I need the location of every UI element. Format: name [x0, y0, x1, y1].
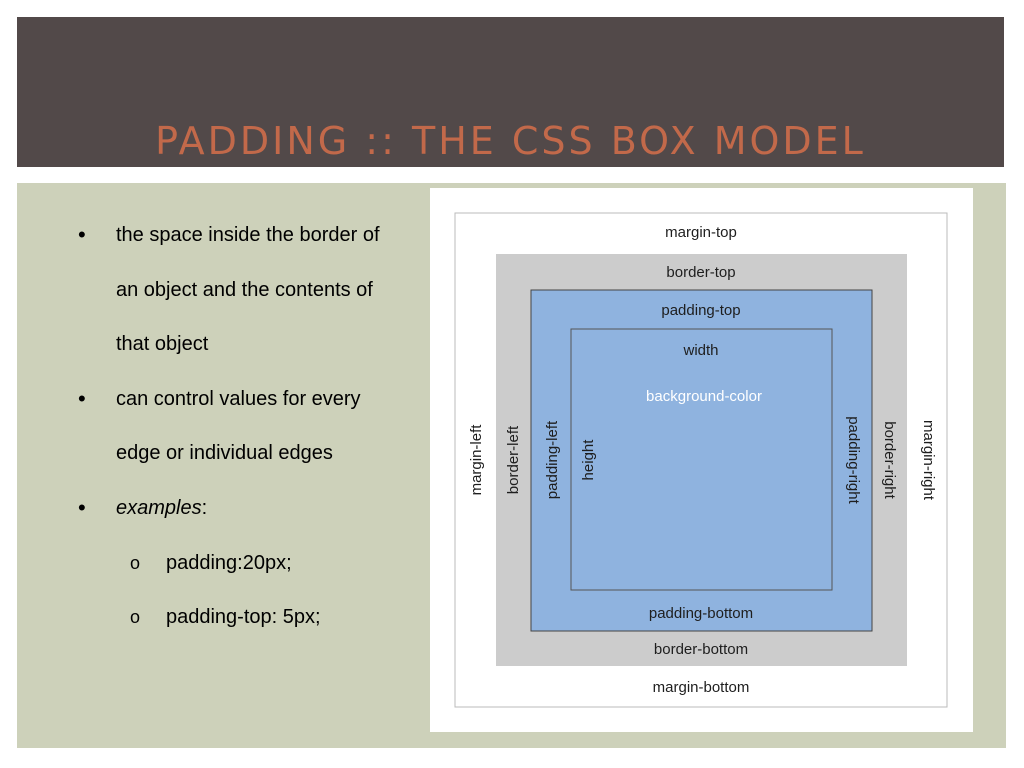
sub-bullet-item: o padding:20px;	[78, 536, 423, 591]
height-label: height	[580, 439, 597, 481]
border-bottom-label: border-bottom	[654, 641, 748, 658]
margin-top-label: margin-top	[665, 224, 737, 241]
bullet-line: the space inside the border of	[116, 224, 380, 246]
padding-left-label: padding-left	[544, 420, 561, 499]
bullet-line: an object and the contents of	[116, 278, 373, 301]
bullet-line: that object	[116, 333, 209, 356]
border-left-label: border-left	[505, 425, 522, 494]
bullet-item: • can control values for every edge or i…	[78, 372, 423, 481]
sub-bullet-marker: o	[130, 607, 141, 628]
sub-bullet-marker: o	[130, 552, 141, 573]
margin-right-label: margin-right	[920, 420, 937, 501]
sub-bullet-text: padding:20px;	[166, 551, 292, 574]
bullet-item: • examples:	[78, 481, 423, 536]
padding-bottom-label: padding-bottom	[649, 605, 753, 622]
margin-left-label: margin-left	[468, 424, 485, 496]
bullet-suffix: :	[201, 496, 208, 519]
padding-right-label: padding-right	[845, 416, 862, 504]
background-color-label: background-color	[646, 388, 762, 405]
margin-bottom-label: margin-bottom	[653, 679, 750, 696]
bullet-list: • the space inside the border of an obje…	[78, 208, 423, 645]
bullet-emphasis: examples	[116, 496, 202, 519]
width-label: width	[682, 342, 718, 359]
bullet-line: examples:	[116, 481, 423, 536]
bullet-marker: •	[78, 222, 86, 247]
bullet-item: • the space inside the border of an obje…	[78, 208, 423, 372]
bullet-line: can control values for every	[116, 387, 361, 410]
slide-header: PADDING :: THE CSS BOX MODEL	[17, 17, 1004, 167]
sub-bullet-text: padding-top: 5px;	[166, 606, 321, 629]
slide-title: PADDING :: THE CSS BOX MODEL	[155, 119, 866, 163]
box-model-svg: margin-top border-top padding-top width …	[454, 212, 948, 708]
bullet-marker: •	[78, 385, 86, 411]
content-box	[570, 328, 833, 591]
border-top-label: border-top	[666, 264, 735, 281]
bullet-marker: •	[78, 494, 86, 520]
padding-top-label: padding-top	[661, 302, 740, 319]
sub-bullet-item: o padding-top: 5px;	[78, 590, 423, 645]
border-right-label: border-right	[881, 421, 898, 499]
box-model-diagram: margin-top border-top padding-top width …	[430, 188, 973, 732]
bullet-line: edge or individual edges	[116, 442, 333, 465]
